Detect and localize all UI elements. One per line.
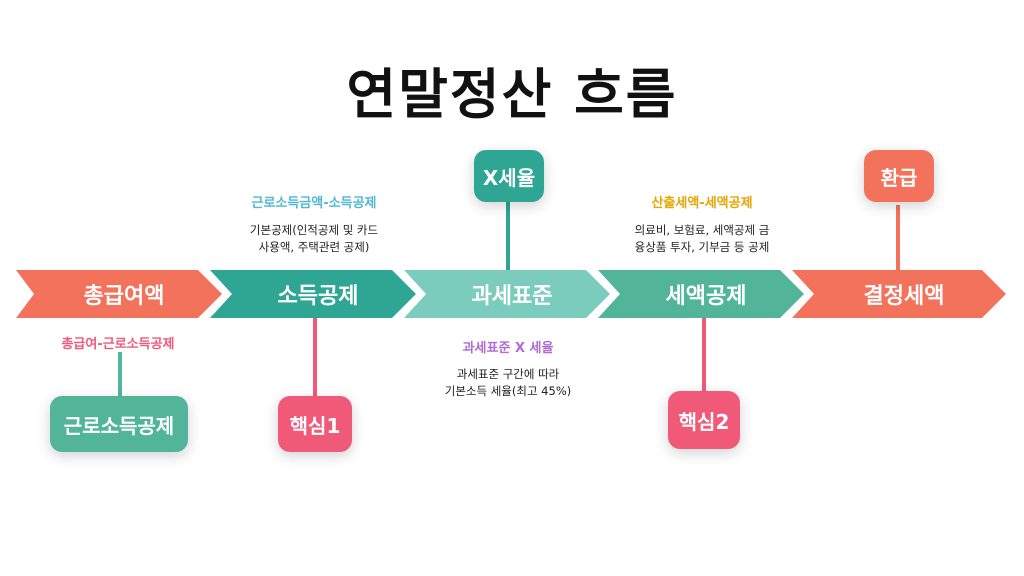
step-income-deduction: 소득공제	[210, 270, 416, 318]
earned-income-deduction-badge: 근로소득공제	[50, 396, 188, 452]
step-tax-base-label: 과세표준	[471, 284, 553, 309]
key2-badge: 핵심2	[668, 391, 740, 449]
tax-rate-badge: X세율	[474, 150, 544, 202]
step-gross-salary: 총급여액	[16, 270, 222, 318]
step-tax-credit-label: 세액공제	[665, 284, 747, 309]
base-detail-line2: 기본소득 세율(최고 45%)	[444, 384, 572, 398]
gross-formula-label: 총급여-근로소득공제	[61, 337, 175, 352]
credit-detail-line2: 융상품 투자, 기부금 등 공제	[634, 240, 770, 254]
step-final-tax: 결정세액	[792, 270, 1006, 318]
step-gross-salary-label: 총급여액	[83, 284, 165, 309]
base-detail-line1: 과세표준 구간에 따라	[456, 367, 560, 381]
step-tax-credit: 세액공제	[598, 270, 804, 318]
step-income-deduction-label: 소득공제	[277, 284, 359, 309]
key1-badge: 핵심1	[278, 396, 352, 452]
credit-detail-line1: 의료비, 보험료, 세액공제 금	[634, 223, 770, 237]
refund-connector	[896, 205, 900, 272]
step-final-tax-label: 결정세액	[863, 284, 945, 309]
income-formula-label: 근로소득금액-소득공제	[251, 196, 377, 211]
base-formula-label: 과세표준 X 세율	[462, 341, 554, 356]
refund-badge: 환급	[864, 150, 934, 202]
income-detail-line2: 사용액, 주택관련 공제)	[258, 240, 370, 254]
key2-connector	[702, 318, 706, 394]
key1-connector	[313, 318, 317, 402]
earned-income-connector	[118, 352, 122, 400]
tax-rate-connector	[506, 200, 510, 272]
page-title: 연말정산 흐름	[346, 63, 678, 126]
credit-formula-label: 산출세액-세액공제	[651, 196, 753, 211]
step-tax-base: 과세표준	[404, 270, 610, 318]
income-detail-line1: 기본공제(인적공제 및 카드	[249, 223, 379, 237]
